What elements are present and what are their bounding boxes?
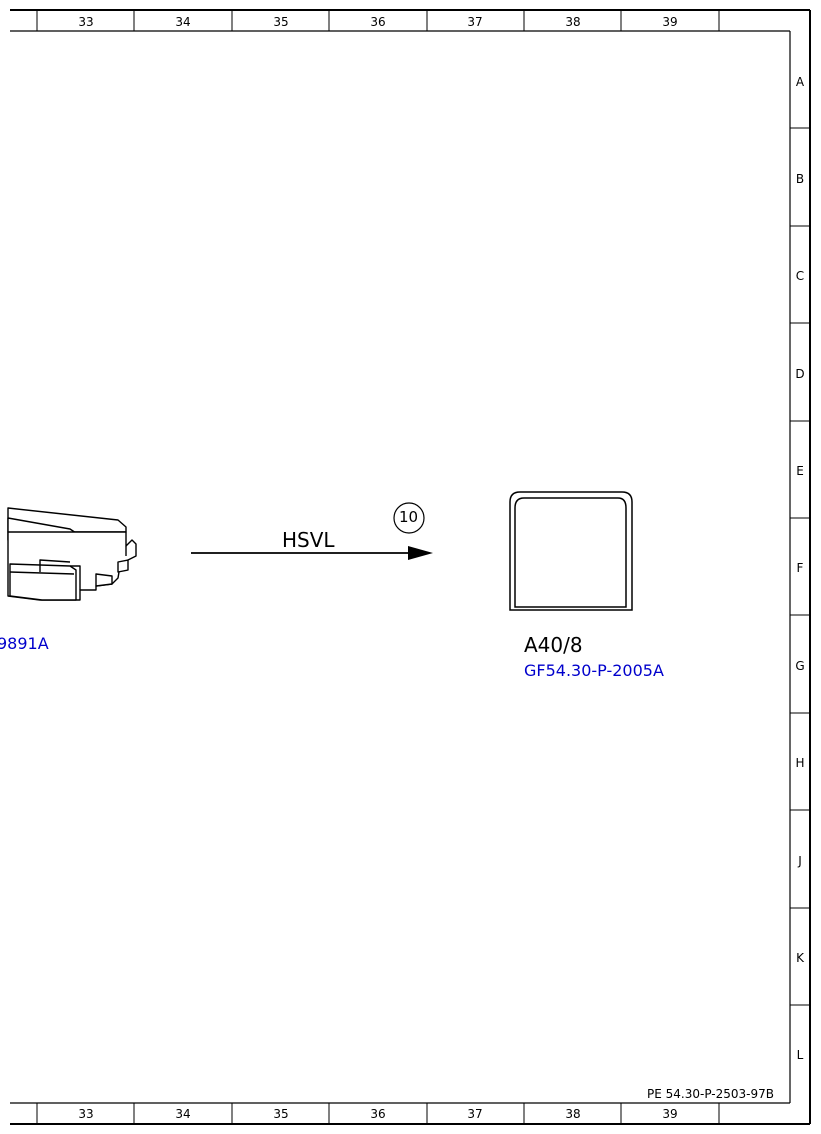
row-label: H bbox=[795, 756, 804, 770]
column-label: 36 bbox=[370, 1107, 385, 1121]
signal-label: HSVL bbox=[282, 528, 335, 552]
column-label: 37 bbox=[467, 1107, 482, 1121]
row-label: B bbox=[796, 172, 804, 186]
column-label: 39 bbox=[662, 1107, 677, 1121]
top-column-labels: 33 34 35 36 37 38 39 bbox=[78, 15, 677, 29]
right-component-code-link[interactable]: GF54.30-P-2005A bbox=[524, 661, 664, 680]
row-label: E bbox=[796, 464, 804, 478]
row-label: L bbox=[797, 1048, 804, 1062]
column-label: 34 bbox=[175, 15, 190, 29]
top-ruler-ticks bbox=[36, 10, 720, 31]
bottom-ruler-ticks bbox=[36, 1103, 720, 1124]
bottom-column-labels: 33 34 35 36 37 38 39 bbox=[78, 1107, 677, 1121]
control-unit-module-drawing bbox=[7, 507, 137, 601]
a40-8-component-symbol bbox=[509, 491, 633, 611]
right-component-label: A40/8 bbox=[524, 633, 583, 657]
row-label: F bbox=[797, 561, 804, 575]
row-labels: A B C D E F G H J K L bbox=[795, 75, 805, 1062]
row-label: G bbox=[795, 659, 804, 673]
column-label: 38 bbox=[565, 15, 580, 29]
column-label: 37 bbox=[467, 15, 482, 29]
document-id: PE 54.30-P-2503-97B bbox=[647, 1087, 774, 1101]
column-label: 35 bbox=[273, 15, 288, 29]
marker-number: 10 bbox=[399, 508, 419, 526]
column-label: 33 bbox=[78, 1107, 93, 1121]
left-component-code-link[interactable]: 9891A bbox=[0, 634, 49, 653]
sheet-frame bbox=[10, 9, 811, 1125]
column-label: 34 bbox=[175, 1107, 190, 1121]
column-label: 38 bbox=[565, 1107, 580, 1121]
row-label: D bbox=[795, 367, 804, 381]
column-label: 33 bbox=[78, 15, 93, 29]
row-label: C bbox=[796, 269, 804, 283]
column-label: 36 bbox=[370, 15, 385, 29]
row-label: J bbox=[797, 854, 802, 868]
row-label: K bbox=[796, 951, 805, 965]
column-label: 35 bbox=[273, 1107, 288, 1121]
right-ruler-ticks bbox=[790, 127, 810, 1006]
marker-circle bbox=[393, 502, 425, 534]
column-label: 39 bbox=[662, 15, 677, 29]
signal-connection-arrow bbox=[191, 546, 433, 560]
row-label: A bbox=[796, 75, 805, 89]
